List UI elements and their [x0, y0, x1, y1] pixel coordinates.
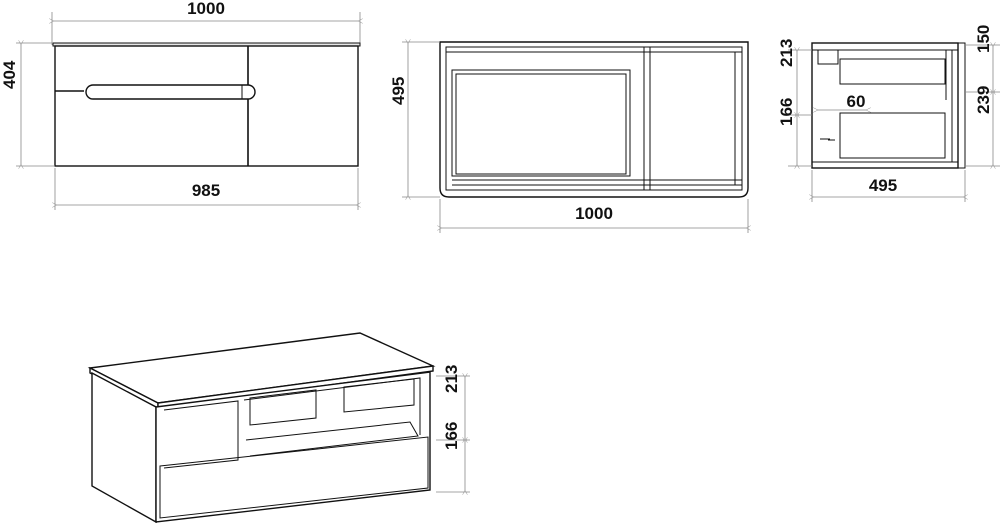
- plan-outline: [439, 41, 749, 198]
- iso-dimension-upper-drawer: 213: [442, 365, 461, 393]
- dimension-width: 1000: [575, 204, 613, 223]
- dimension-width-top: 1000: [187, 0, 225, 18]
- dimension-side-depth: 495: [869, 176, 897, 195]
- drawer-outline: [451, 69, 631, 177]
- front-view: 1000 404 985: [0, 0, 360, 210]
- dimension-width-bottom: 985: [192, 181, 220, 200]
- upper-drawer: [839, 58, 946, 85]
- dimension-offset: 60: [847, 92, 866, 111]
- dimension-right-upper: 150: [974, 25, 993, 53]
- plan-view: 495 1000: [389, 42, 748, 233]
- iso-lower-drawer: [159, 436, 429, 519]
- dimension-depth: 495: [389, 77, 408, 105]
- iso-front: [155, 371, 431, 523]
- dimension-height: 404: [0, 60, 19, 89]
- dimension-right-lower: 239: [974, 86, 993, 114]
- side-view: 60 213 166 150 239 495: [777, 25, 1000, 202]
- cabinet-body: [54, 45, 359, 167]
- iso-dimension-lower-drawer: 166: [442, 422, 461, 450]
- dimension-upper-drawer: 213: [777, 39, 796, 67]
- handle: [85, 84, 256, 100]
- lower-drawer: [839, 112, 946, 159]
- isometric-view: 213 166: [87, 332, 470, 523]
- dimension-lower-drawer: 166: [777, 98, 796, 126]
